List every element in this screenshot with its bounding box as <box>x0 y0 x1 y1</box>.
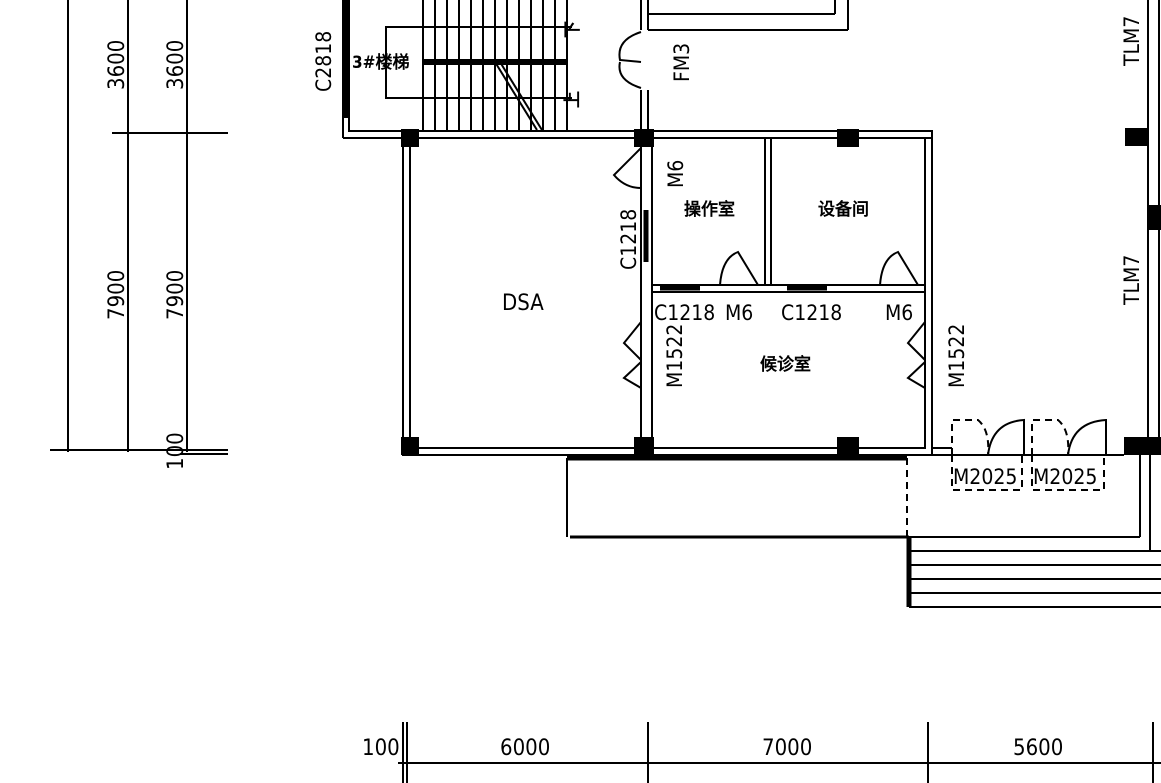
window-c1218-label: C1218 <box>781 301 842 325</box>
dim-3600-inner: 3600 <box>164 40 189 90</box>
fm3-door: FM3 <box>618 0 849 132</box>
room-equipment: 设备间 <box>818 199 869 220</box>
dim-7000: 7000 <box>762 736 812 761</box>
door-m6-label: M6 <box>725 301 753 325</box>
right-wall: TLM7 TLM7 <box>1120 0 1161 455</box>
stair-down-label: 下 <box>563 21 583 38</box>
dim-100-inner: 100 <box>164 432 189 470</box>
door-m2025-label: M2025 <box>1033 465 1097 489</box>
room-waiting: 候诊室 <box>760 354 811 375</box>
door-tlm7-label: TLM7 <box>1120 16 1144 67</box>
room-operation: 操作室 <box>684 199 735 220</box>
door-m6-label: M6 <box>885 301 913 325</box>
dim-7900-outer: 7900 <box>105 270 130 320</box>
stair-label: 3#楼梯 <box>352 52 409 73</box>
door-m2025-label: M2025 <box>953 465 1017 489</box>
window-c1218-label: C1218 <box>654 301 715 325</box>
window-c1218-label: C1218 <box>617 209 641 270</box>
main-walls: DSA 操作室 设备间 候诊室 M6 C1218 C1218 M6 C1218 … <box>401 129 969 456</box>
window-c2818-label: C2818 <box>312 31 336 92</box>
dim-100-bottom: 100 <box>362 736 400 761</box>
door-m1522-label: M1522 <box>663 324 687 388</box>
stair-up-label: 上 <box>563 91 583 108</box>
room-dsa: DSA <box>502 291 544 316</box>
door-fm3-label: FM3 <box>670 43 694 82</box>
dim-7900-inner: 7900 <box>164 270 189 320</box>
bottom-dimension-chain: 100 6000 7000 5600 <box>362 722 1161 783</box>
left-dimension-chain: 3600 7900 3600 7900 100 <box>50 0 228 470</box>
dim-3600-outer: 3600 <box>105 40 130 90</box>
stair-3: 3#楼梯 下 上 C2818 <box>312 0 932 139</box>
door-m1522-label: M1522 <box>945 324 969 388</box>
entrance-steps: M2025 M2025 <box>566 418 1161 608</box>
door-tlm7-label: TLM7 <box>1120 255 1144 306</box>
dim-5600: 5600 <box>1013 736 1063 761</box>
door-m6-label: M6 <box>664 160 688 188</box>
dim-6000: 6000 <box>500 736 550 761</box>
